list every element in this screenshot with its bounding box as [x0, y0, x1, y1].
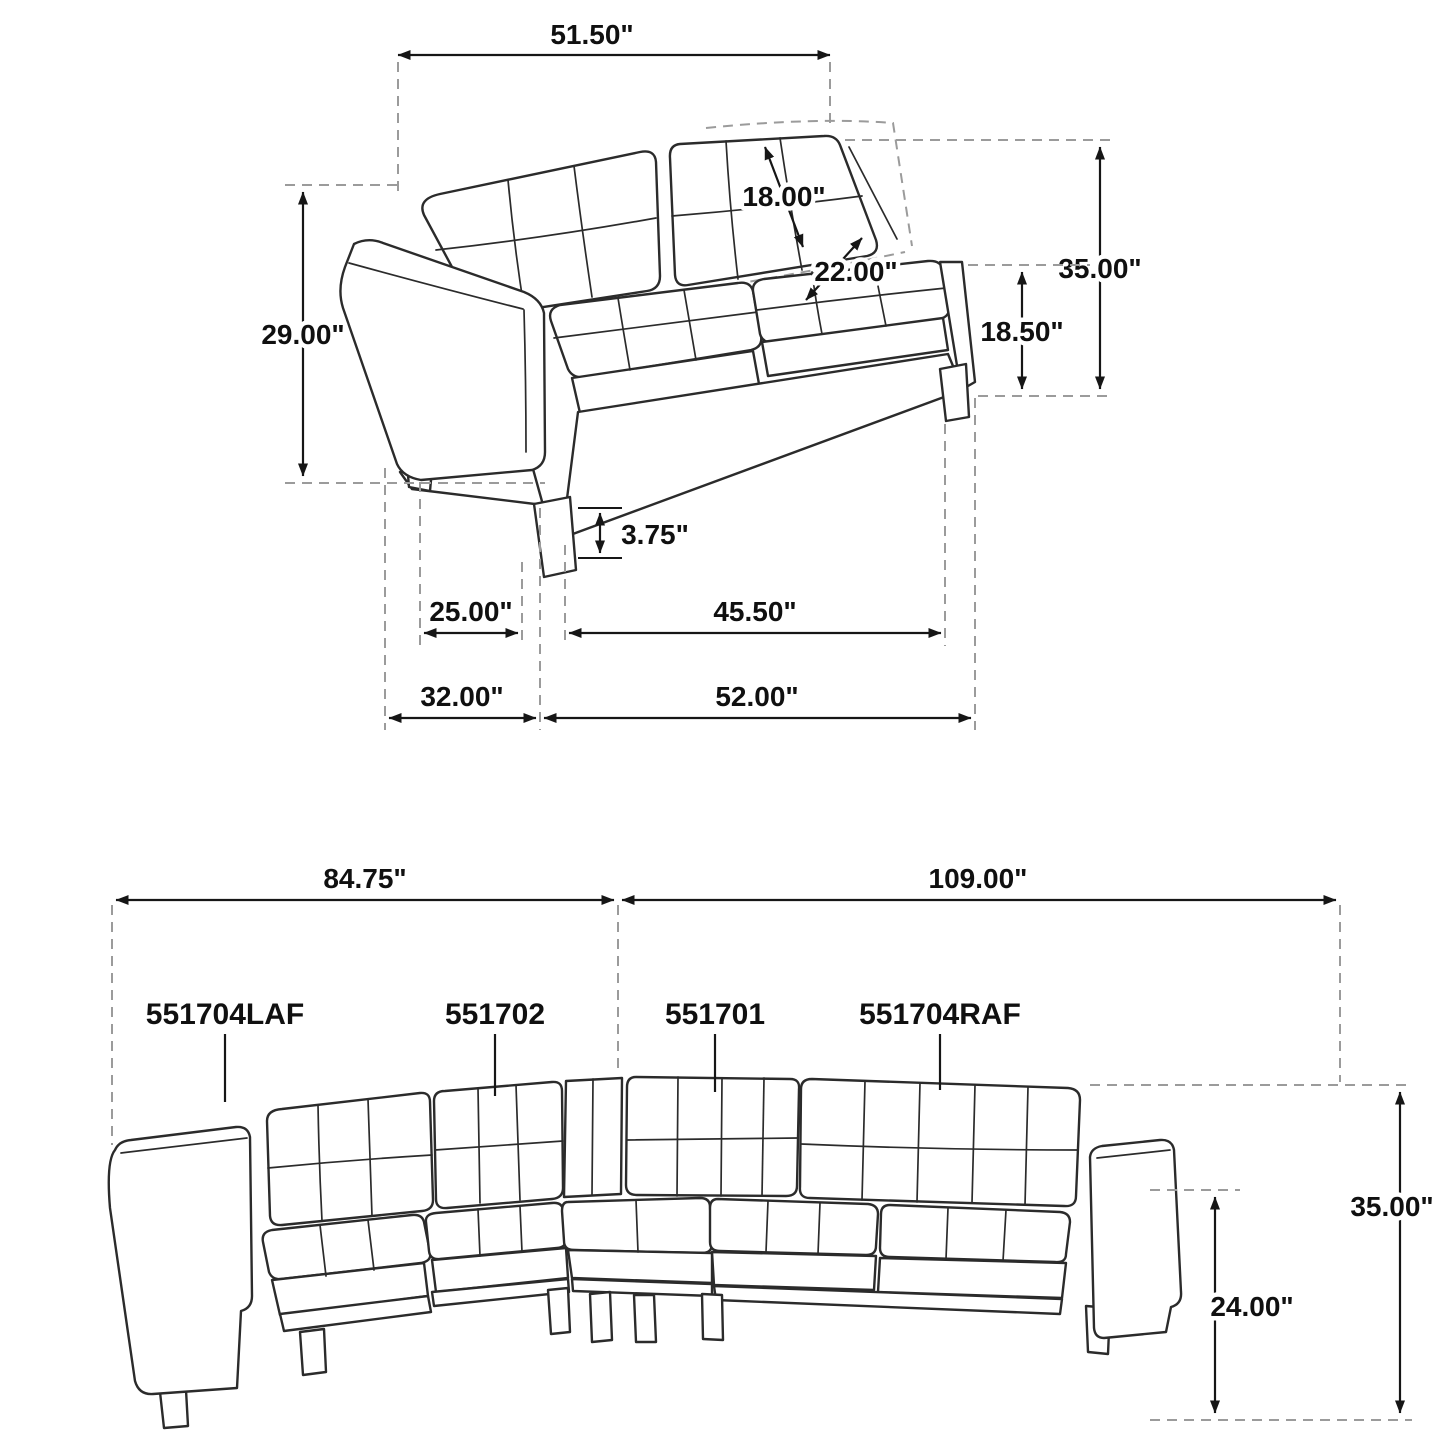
dim-label-sectional-seat-back-height: 24.00" — [1210, 1291, 1293, 1322]
sectional-part-labels: 551704LAF 551702 551701 551704RAF — [146, 998, 1021, 1102]
dim-label-back-cushion: 18.00" — [742, 181, 825, 212]
loveseat-left-arm — [339, 239, 547, 482]
sectional-view: 84.75" 109.00" 551704LAF 551702 551701 5… — [107, 859, 1438, 1430]
dim-label-back-width: 51.50" — [550, 19, 633, 50]
dim-overall-height: 35.00" — [845, 139, 1146, 397]
dim-arm-height: 29.00" — [257, 184, 545, 484]
sectional-left-arm — [107, 1125, 254, 1396]
loveseat-dimensions: 51.50" 18.00" 22.00" 29.00" 35.00" — [257, 15, 1146, 730]
dim-label-sectional-overall-height: 35.00" — [1350, 1191, 1433, 1222]
dim-label-seat-depth: 22.00" — [814, 256, 897, 287]
loveseat-legs — [405, 362, 971, 579]
sectional-back-cushions — [265, 1075, 1082, 1227]
dim-label-overall-height: 35.00" — [1058, 253, 1141, 284]
loveseat-seat-cushion-left — [548, 281, 763, 415]
dim-label-leg-height: 3.75" — [621, 519, 689, 550]
dim-laf-width: 84.75" — [111, 859, 619, 1145]
dim-seat-back-height: 18.50" — [968, 264, 1090, 390]
dim-overall-width: 52.00" — [543, 398, 976, 730]
dim-label-overall-width: 52.00" — [715, 681, 798, 712]
dim-label-seat-back-height: 18.50" — [980, 316, 1063, 347]
sectional-right-arm — [1088, 1138, 1183, 1340]
dim-label-arm-height: 29.00" — [261, 319, 344, 350]
part-label-raf: 551704RAF — [859, 998, 1021, 1031]
dim-label-raf-width: 109.00" — [929, 863, 1028, 894]
dim-label-arm-depth: 25.00" — [429, 596, 512, 627]
loveseat-base — [398, 260, 977, 540]
dim-back-cushion: 18.00" — [738, 146, 830, 248]
loveseat-back-cushion-left — [421, 150, 662, 317]
dim-arm-depth: 25.00" — [419, 482, 523, 646]
dim-seat-depth: 22.00" — [805, 237, 902, 301]
part-label-armless: 551701 — [665, 998, 765, 1031]
sectional-seat-cushions — [261, 1196, 1072, 1317]
dim-back-width: 51.50" — [397, 15, 831, 192]
part-label-corner: 551702 — [445, 998, 545, 1031]
dim-sectional-seat-back-height: 24.00" — [1150, 1189, 1298, 1414]
sectional-drawing — [107, 1075, 1183, 1430]
part-label-laf: 551704LAF — [146, 998, 304, 1031]
dim-label-seat-width: 45.50" — [713, 596, 796, 627]
loveseat-drawing — [339, 119, 977, 579]
dim-seat-width: 45.50" — [564, 424, 946, 646]
dim-side-depth: 32.00" — [384, 468, 541, 730]
dim-leg-height: 3.75" — [578, 507, 693, 559]
dim-label-side-depth: 32.00" — [420, 681, 503, 712]
dim-sectional-overall-height: 35.00" — [1090, 1084, 1438, 1421]
sectional-dimensions: 84.75" 109.00" 551704LAF 551702 551701 5… — [111, 859, 1438, 1421]
dim-label-laf-width: 84.75" — [323, 863, 406, 894]
loveseat-view: 51.50" 18.00" 22.00" 29.00" 35.00" — [257, 15, 1146, 730]
dim-raf-width: 109.00" — [621, 859, 1341, 1082]
